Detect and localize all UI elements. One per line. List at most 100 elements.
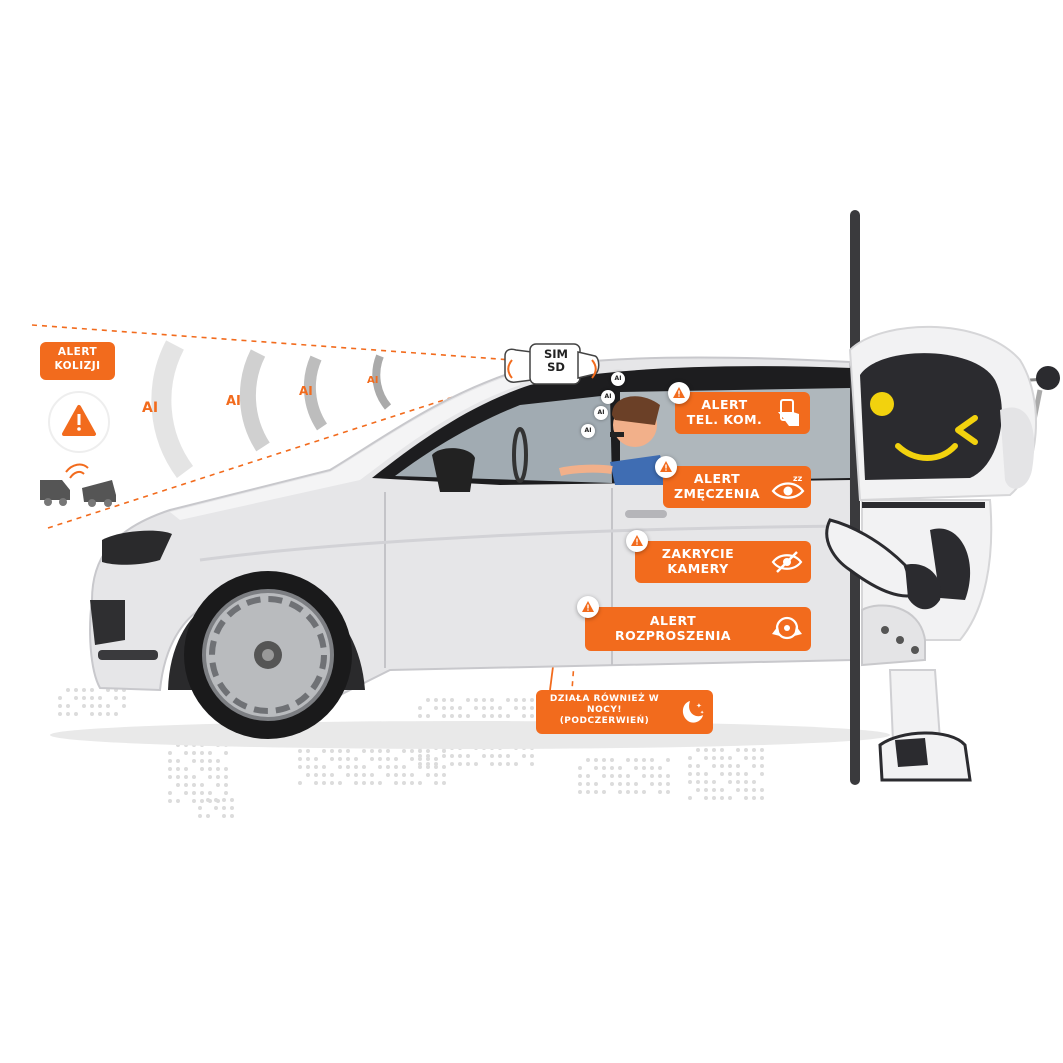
map-dot: [490, 714, 494, 718]
map-dot: [122, 704, 126, 708]
map-dot: [410, 773, 414, 777]
alert-fatigue-line2: ZMĘCZENIA: [673, 486, 761, 501]
map-dot: [434, 698, 438, 702]
map-dot: [466, 754, 470, 758]
map-dot: [434, 757, 438, 761]
map-dot: [434, 781, 438, 785]
map-dot: [466, 714, 470, 718]
map-dot: [370, 781, 374, 785]
map-dot: [298, 765, 302, 769]
map-dot: [200, 759, 204, 763]
map-dot: [418, 754, 422, 758]
map-dot: [82, 696, 86, 700]
map-dot: [760, 772, 764, 776]
map-dot: [66, 704, 70, 708]
ai-mini-3: AI: [594, 406, 608, 420]
map-dot: [578, 790, 582, 794]
map-dot: [224, 767, 228, 771]
map-dot: [346, 749, 350, 753]
map-dot: [378, 749, 382, 753]
map-dot: [208, 775, 212, 779]
map-dot: [634, 790, 638, 794]
map-dot: [752, 748, 756, 752]
map-dot: [720, 772, 724, 776]
map-dot: [354, 781, 358, 785]
map-dot: [650, 758, 654, 762]
map-dot: [602, 774, 606, 778]
map-dot: [82, 704, 86, 708]
ai-label-4: AI: [367, 375, 379, 386]
map-dot: [474, 706, 478, 710]
night-mode-line3: (PODCZERWIEŃ): [559, 716, 650, 726]
ai-mini-4: AI: [581, 424, 595, 438]
map-dot: [298, 757, 302, 761]
night-mode-line2: NOCY!: [587, 705, 622, 715]
map-dot: [688, 764, 692, 768]
dashcam-device: [504, 343, 600, 385]
map-dot: [482, 698, 486, 702]
map-dot: [192, 775, 196, 779]
map-dot: [522, 714, 526, 718]
moon-stars-icon: ✦ ✦: [682, 701, 704, 723]
map-dot: [704, 796, 708, 800]
map-dot: [514, 706, 518, 710]
ai-label-2: AI: [226, 394, 241, 409]
alert-phone-line1: ALERT: [701, 397, 748, 412]
map-dot: [650, 774, 654, 778]
map-dot: [426, 749, 430, 753]
map-dot: [720, 788, 724, 792]
map-dot: [696, 764, 700, 768]
map-dot: [198, 814, 202, 818]
map-dot: [378, 781, 382, 785]
alert-distraction-badge: ALERT ROZPROSZENIA: [585, 607, 811, 651]
map-dot: [98, 712, 102, 716]
map-dot: [760, 748, 764, 752]
map-dot: [216, 775, 220, 779]
map-dot: [704, 772, 708, 776]
map-dot: [704, 748, 708, 752]
map-dot: [728, 772, 732, 776]
map-dot: [338, 781, 342, 785]
map-dot: [184, 783, 188, 787]
map-dot: [530, 706, 534, 710]
map-dot: [208, 751, 212, 755]
map-dot: [224, 791, 228, 795]
map-dot: [712, 780, 716, 784]
map-dot: [168, 751, 172, 755]
map-dot: [522, 698, 526, 702]
collision-alert-line2: KOLIZJI: [54, 360, 101, 372]
map-dot: [322, 773, 326, 777]
map-dot: [728, 764, 732, 768]
map-dot: [650, 766, 654, 770]
map-dot: [66, 712, 70, 716]
map-dot: [736, 764, 740, 768]
map-dot: [760, 756, 764, 760]
map-dot: [578, 774, 582, 778]
map-dot: [752, 756, 756, 760]
map-dot: [184, 751, 188, 755]
map-dot: [362, 773, 366, 777]
map-dot: [314, 781, 318, 785]
map-dot: [578, 766, 582, 770]
map-dot: [434, 706, 438, 710]
map-dot: [200, 767, 204, 771]
map-dot: [418, 714, 422, 718]
map-dot: [378, 757, 382, 761]
map-dot: [224, 751, 228, 755]
map-dot: [506, 762, 510, 766]
collision-warning-dot: [77, 427, 81, 431]
map-dot: [728, 796, 732, 800]
map-dot: [442, 698, 446, 702]
map-dot: [402, 773, 406, 777]
map-dot: [338, 757, 342, 761]
collision-alert-badge: ALERT KOLIZJI: [40, 342, 115, 380]
map-dot: [370, 757, 374, 761]
map-dot: [230, 806, 234, 810]
map-dot: [82, 688, 86, 692]
map-dot: [370, 773, 374, 777]
map-dot: [634, 758, 638, 762]
map-dot: [74, 712, 78, 716]
map-dot: [720, 756, 724, 760]
map-dot: [176, 767, 180, 771]
map-dot: [394, 757, 398, 761]
